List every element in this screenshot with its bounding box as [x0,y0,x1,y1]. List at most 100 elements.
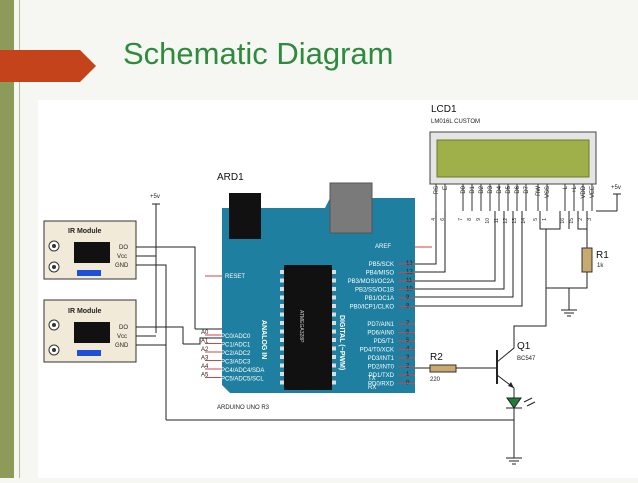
digital-pwm-label: DIGITAL (~PWM) [338,315,345,370]
lcd-pin-label: D3 [488,185,494,193]
digital-pin-name: PD1/TXD [369,373,395,379]
title-arrow-tag [0,50,96,82]
arduino-ref: ARD1 [217,172,244,183]
slide-accent-line [19,0,20,478]
digital-pin-name: PB1/OC1A [365,296,394,302]
analog-pin-number: A1 [201,339,209,345]
analog-pin-name: PC0/ADC0 [221,334,251,340]
lcd-module: LCD1 LM016L CUSTOM [429,104,597,185]
supply-left-label: +5v [150,194,160,200]
digital-pin-name: PD2/INT0 [368,365,395,371]
supply-5v-right: +5v [611,185,621,211]
digital-pin-name: PB3/MOSI/OC2A [348,279,394,285]
ir-module-1: IR Module DO Vcc GND [43,220,137,280]
lcd-pin-label: -L [563,185,569,191]
digital-pin-name: PB5/SCK [369,262,394,268]
supply-5v-left: +5v [150,194,160,333]
r2-ref: R2 [430,352,443,363]
lcd-pin-label: RW [536,186,542,196]
schematic-area: .w { stroke:#222; stroke-width:1; fill:n… [38,100,638,478]
lcd-pin-label: VEE [590,186,596,198]
analog-pin-number: A5 [201,373,209,379]
tx-label: TX [368,376,376,382]
chip-pin [332,372,336,376]
chip-pin [332,338,336,342]
analog-pin-name: PC2/ADC2 [221,351,251,357]
lcd-pin-label: +L [572,185,578,193]
lcd-pin-label: VSS [545,186,551,198]
r1-ref: R1 [596,250,609,261]
lcd-pin-number: 10 [485,218,491,224]
lcd-pin-number: 15 [569,218,575,224]
lcd-pin-label: D4 [497,185,503,193]
analog-pin-name: PC5/ADC5/SCL [221,377,264,383]
chip-pin [332,278,336,283]
ir1-pin-gnd: GND [115,263,129,269]
chip-pin [280,346,284,351]
ir2-title: IR Module [68,308,102,315]
chip-pin [280,287,284,291]
ir2-pin-do: DO [119,325,128,331]
q1-ref: Q1 [517,341,531,352]
rx-label: RX [368,385,376,391]
lcd-pin-label: D1 [470,185,476,193]
digital-pin-name: PD4/T0/XCK [360,348,394,354]
digital-pin-name: PB2/SS/OC1B [355,288,394,294]
lcd-pin-label: VDD [581,185,587,198]
chip-pin [332,270,336,274]
ir2-pin-vcc: Vcc [117,334,127,340]
chip-pin [332,380,336,385]
digital-pin-name: PD5/T1 [374,339,395,345]
analog-pin-number: A4 [201,364,209,370]
arduino-name: ARDUINO UNO R3 [217,405,270,411]
ir1-pin-vcc: Vcc [117,254,127,260]
chip-pin [280,355,284,359]
chip-pin [332,295,336,300]
lcd-pin-label: D0 [461,185,467,193]
chip-pin [280,380,284,385]
reset-label: RESET [225,274,245,280]
chip-pin [280,363,284,368]
lcd-pin-number: 13 [512,218,518,224]
analog-pin-number: A3 [201,356,209,362]
lcd-pin-number: 9 [476,218,482,221]
chip-pin [332,287,336,291]
lcd-pin-label: RS [434,186,440,194]
digital-pin-name: PD7/AIN1 [367,322,394,328]
slide-accent-bar [0,0,14,478]
r2-value: 220 [430,377,441,383]
chip-pin [280,278,284,283]
lcd-pin-label: D7 [524,185,530,193]
q1-transistor [496,288,547,398]
aref-label: AREF [375,244,391,250]
lcd-pin-label: D2 [479,185,485,193]
lcd-pin-number: 12 [503,218,509,224]
analog-pin-name: PC3/ADC3 [221,360,251,366]
analog-in-label: ANALOG IN [260,320,267,359]
digital-pin-name: PD0/RXD [368,382,395,388]
ir1-pin-do: DO [119,245,128,251]
chip-pin [332,321,336,325]
lcd-pin-number: 11 [494,218,500,223]
lcd-pin-label: D6 [515,185,521,193]
r1-value: 1k [597,263,604,269]
slide-title: Schematic Diagram [123,36,394,71]
lcd-pin-number: 7 [458,218,464,221]
lcd-pin-number: 3 [587,218,593,221]
chip-pin [280,321,284,325]
arduino-board: ARD1 ARDUINO UNO R3 AREF RESET ANALOG IN… [217,172,415,411]
chip-pin [332,355,336,359]
lcd-pin-number: 6 [440,218,446,221]
chip-pin [280,295,284,300]
lcd-pin-label: D5 [506,185,512,193]
chip-pin [280,338,284,342]
ir1-title: IR Module [68,228,102,235]
analog-pin-name: PC1/ADC1 [221,343,251,349]
chip-pins [280,270,336,385]
q1-model: BC547 [517,356,536,362]
analog-pin-name: PC4/ADC4/SDA [221,368,264,374]
chip-pin [280,329,284,334]
chip-pin [280,372,284,376]
chip-pin [280,270,284,274]
